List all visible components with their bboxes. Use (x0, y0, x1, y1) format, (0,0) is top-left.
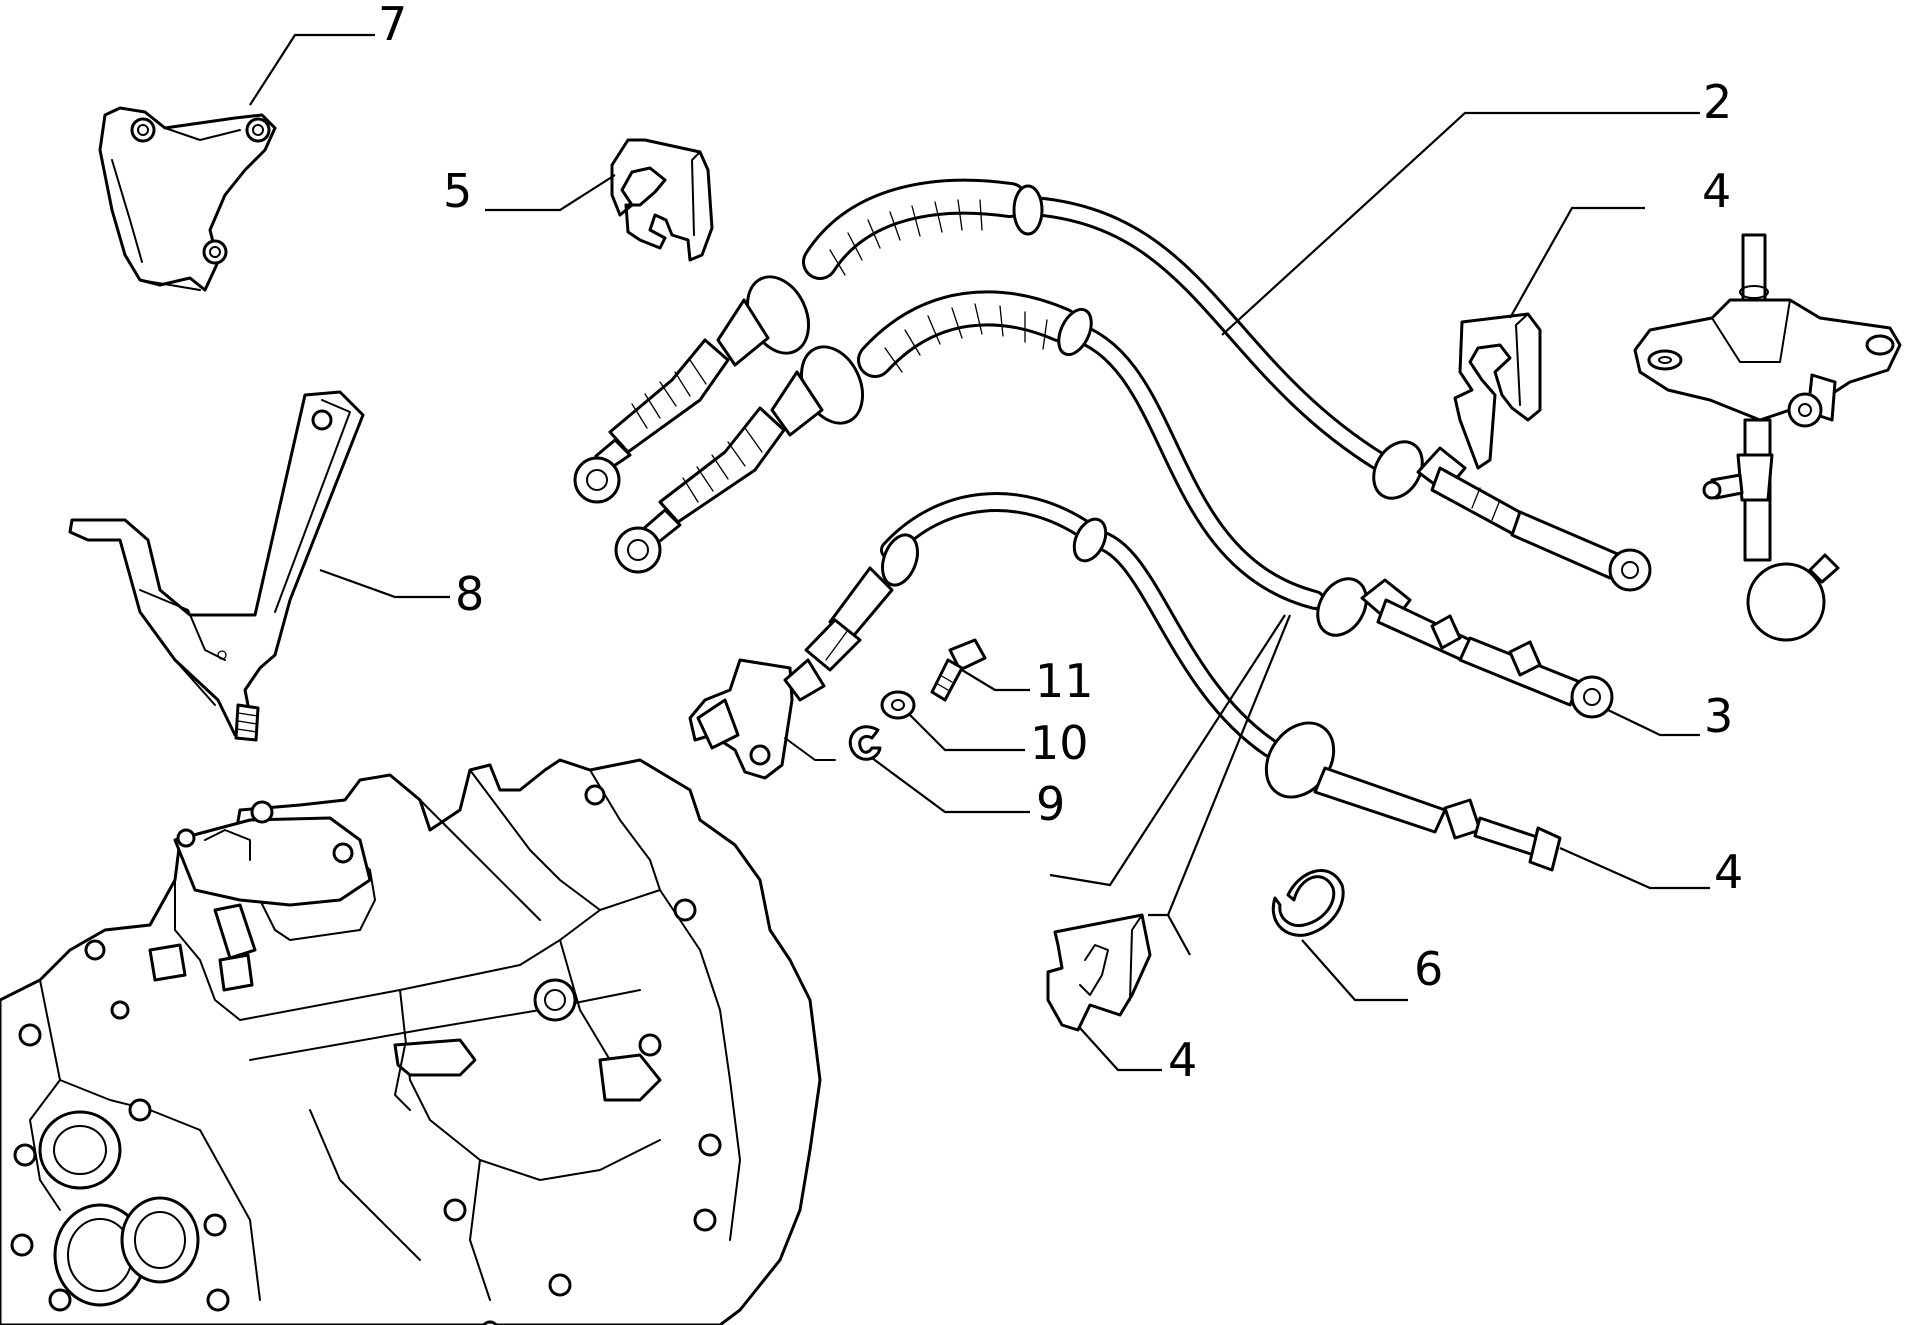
part-9-ring[interactable] (848, 725, 882, 761)
callout-4a-label: 4 (1702, 164, 1731, 218)
part-11-bolt[interactable] (930, 638, 987, 702)
part-5-clip[interactable] (610, 138, 714, 262)
callout-8-label: 8 (455, 567, 484, 621)
part-4-clip-bottom[interactable] (1046, 913, 1152, 1032)
callout-1: 2 (1221, 75, 1732, 336)
part-8-support-bracket[interactable] (68, 390, 365, 742)
callout-3-label: 4 (1714, 845, 1743, 899)
gear-lever-assembly (1633, 233, 1902, 642)
callout-11-label: 11 (1035, 654, 1094, 708)
callout-1-label: 2 (1703, 75, 1732, 129)
callout-10: 10 (909, 714, 1089, 770)
clip-routing-lines (1049, 614, 1292, 956)
callout-9-label: 9 (1036, 777, 1065, 831)
callout-2-label: 3 (1704, 689, 1733, 743)
guide-line (784, 737, 836, 761)
callout-5: 5 (443, 164, 616, 218)
gearbox-bolts (10, 784, 722, 1325)
part-1-cable[interactable] (573, 178, 1652, 592)
part-6-circlip[interactable] (1271, 869, 1345, 937)
gearbox-housing (0, 758, 822, 1325)
callout-11: 11 (961, 654, 1094, 708)
callout-4b: 4 (1079, 1027, 1197, 1087)
callout-7-label: 7 (378, 0, 407, 51)
part-10-washer[interactable] (880, 690, 916, 720)
part-4-clip-top[interactable] (1453, 312, 1542, 470)
part-3-cable[interactable] (688, 492, 1562, 872)
callout-9: 9 (871, 757, 1065, 831)
part-7-bracket[interactable] (98, 106, 277, 292)
callout-6-label: 6 (1414, 942, 1443, 996)
callout-7: 7 (249, 0, 407, 106)
callout-10-label: 10 (1030, 716, 1089, 770)
callout-4a: 4 (1509, 164, 1731, 319)
callout-3: 4 (1559, 845, 1743, 899)
callout-4b-label: 4 (1168, 1033, 1197, 1087)
callout-8: 8 (319, 567, 484, 621)
callout-2: 3 (1607, 689, 1733, 743)
callout-5-label: 5 (443, 164, 472, 218)
part-2-cable[interactable] (614, 290, 1614, 719)
callout-6: 6 (1301, 939, 1443, 1002)
